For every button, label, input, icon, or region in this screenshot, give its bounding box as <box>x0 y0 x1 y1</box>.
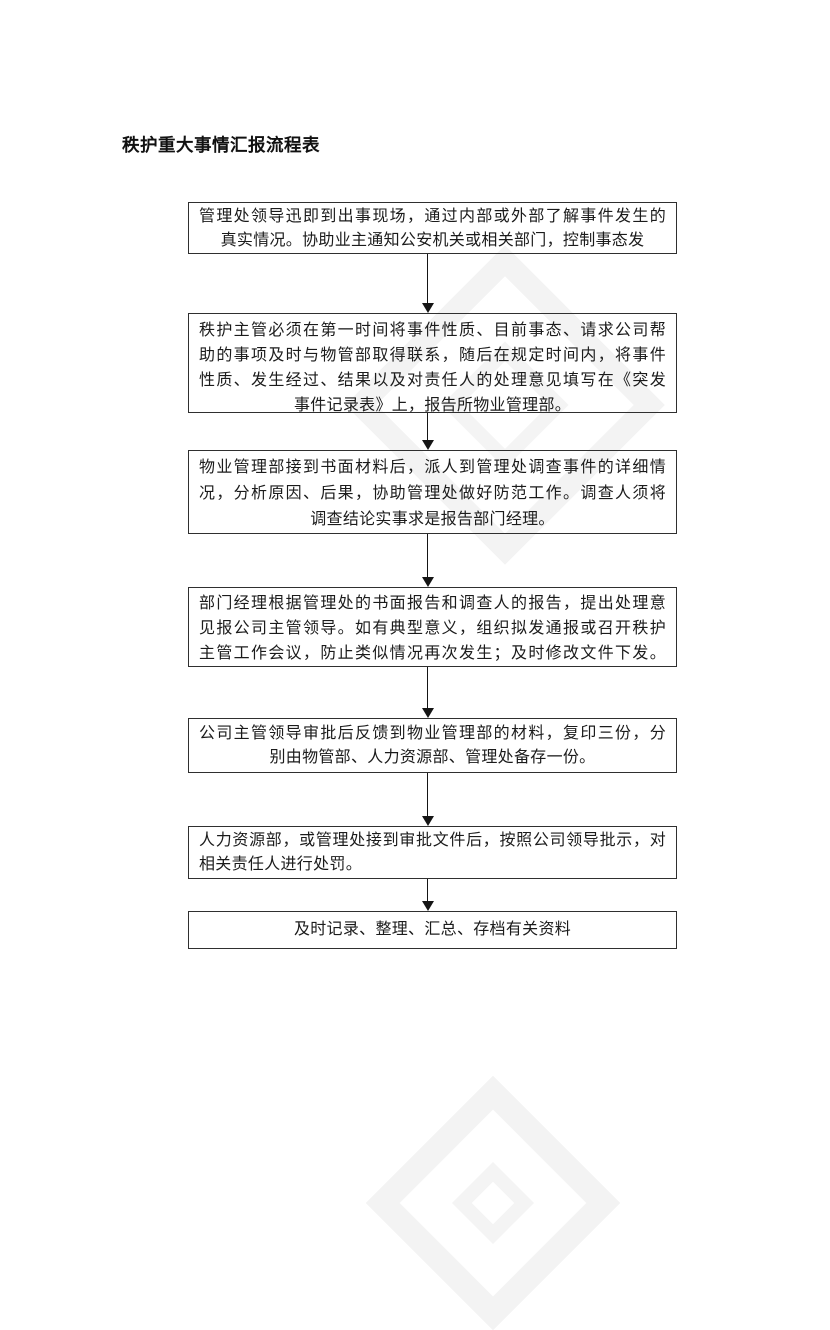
flow-arrow-down-icon <box>421 534 434 587</box>
flow-step-7: 及时记录、整理、汇总、存档有关资料 <box>188 911 677 949</box>
flow-step-text-line: 助的事项及时与物管部取得联系，随后在规定时间内，将事件 <box>199 345 666 364</box>
watermark-bottom <box>365 1075 621 1330</box>
flow-step-6: 人力资源部，或管理处接到审批文件后，按照公司领导批示，对 相关责任人进行处罚。 <box>188 826 677 879</box>
flow-step-text-line: 及时记录、整理、汇总、存档有关资料 <box>293 919 572 938</box>
flow-step-text-line: 物业管理部接到书面材料后，派人到管理处调查事件的详细情 <box>199 457 666 476</box>
flow-step-text-line: 见报公司主管领导。如有典型意义，组织拟发通报或召开秩护 <box>199 618 666 637</box>
flow-arrow-down-icon <box>421 413 434 450</box>
flow-step-text-line: 主管工作会议，防止类似情况再次发生；及时修改文件下发。 <box>199 643 666 662</box>
flow-step-text-line: 况，分析原因、后果，协助管理处做好防范工作。调查人须将 <box>199 483 666 502</box>
flow-arrow-down-icon <box>421 879 434 911</box>
flow-step-1: 管理处领导迅即到出事现场，通过内部或外部了解事件发生的 真实情况。协助业主通知公… <box>188 202 677 254</box>
flow-step-text-line: 人力资源部，或管理处接到审批文件后，按照公司领导批示，对 <box>199 830 666 849</box>
flow-step-text-line: 别由物管部、人力资源部、管理处备存一份。 <box>269 747 596 766</box>
flow-step-4: 部门经理根据管理处的书面报告和调查人的报告，提出处理意 见报公司主管领导。如有典… <box>188 587 677 667</box>
flow-step-3: 物业管理部接到书面材料后，派人到管理处调查事件的详细情 况，分析原因、后果，协助… <box>188 450 677 534</box>
flow-arrow-down-icon <box>421 254 434 313</box>
flow-step-text-line: 管理处领导迅即到出事现场，通过内部或外部了解事件发生的 <box>199 206 666 225</box>
flow-step-text-line: 秩护主管必须在第一时间将事件性质、目前事态、请求公司帮 <box>199 320 666 339</box>
flow-step-text-line: 调查结论实事求是报告部门经理。 <box>310 509 555 528</box>
flow-step-text-line: 相关责任人进行处罚。 <box>199 854 363 873</box>
flow-arrow-down-icon <box>421 667 434 718</box>
flow-step-text-line: 真实情况。协助业主通知公安机关或相关部门，控制事态发 <box>220 230 645 249</box>
flow-step-text-line: 公司主管领导审批后反馈到物业管理部的材料，复印三份，分 <box>199 723 666 742</box>
flow-step-2: 秩护主管必须在第一时间将事件性质、目前事态、请求公司帮 助的事项及时与物管部取得… <box>188 313 677 413</box>
flow-arrow-down-icon <box>421 773 434 826</box>
flow-step-text-line: 性质、发生经过、结果以及对责任人的处理意见填写在《突发 <box>199 370 666 389</box>
page-title: 秩护重大事情汇报流程表 <box>122 136 320 156</box>
flow-step-text-line: 部门经理根据管理处的书面报告和调查人的报告，提出处理意 <box>199 593 666 612</box>
flow-step-5: 公司主管领导审批后反馈到物业管理部的材料，复印三份，分 别由物管部、人力资源部、… <box>188 718 677 773</box>
flow-step-text-line: 事件记录表》上，报告所物业管理部。 <box>293 395 572 413</box>
